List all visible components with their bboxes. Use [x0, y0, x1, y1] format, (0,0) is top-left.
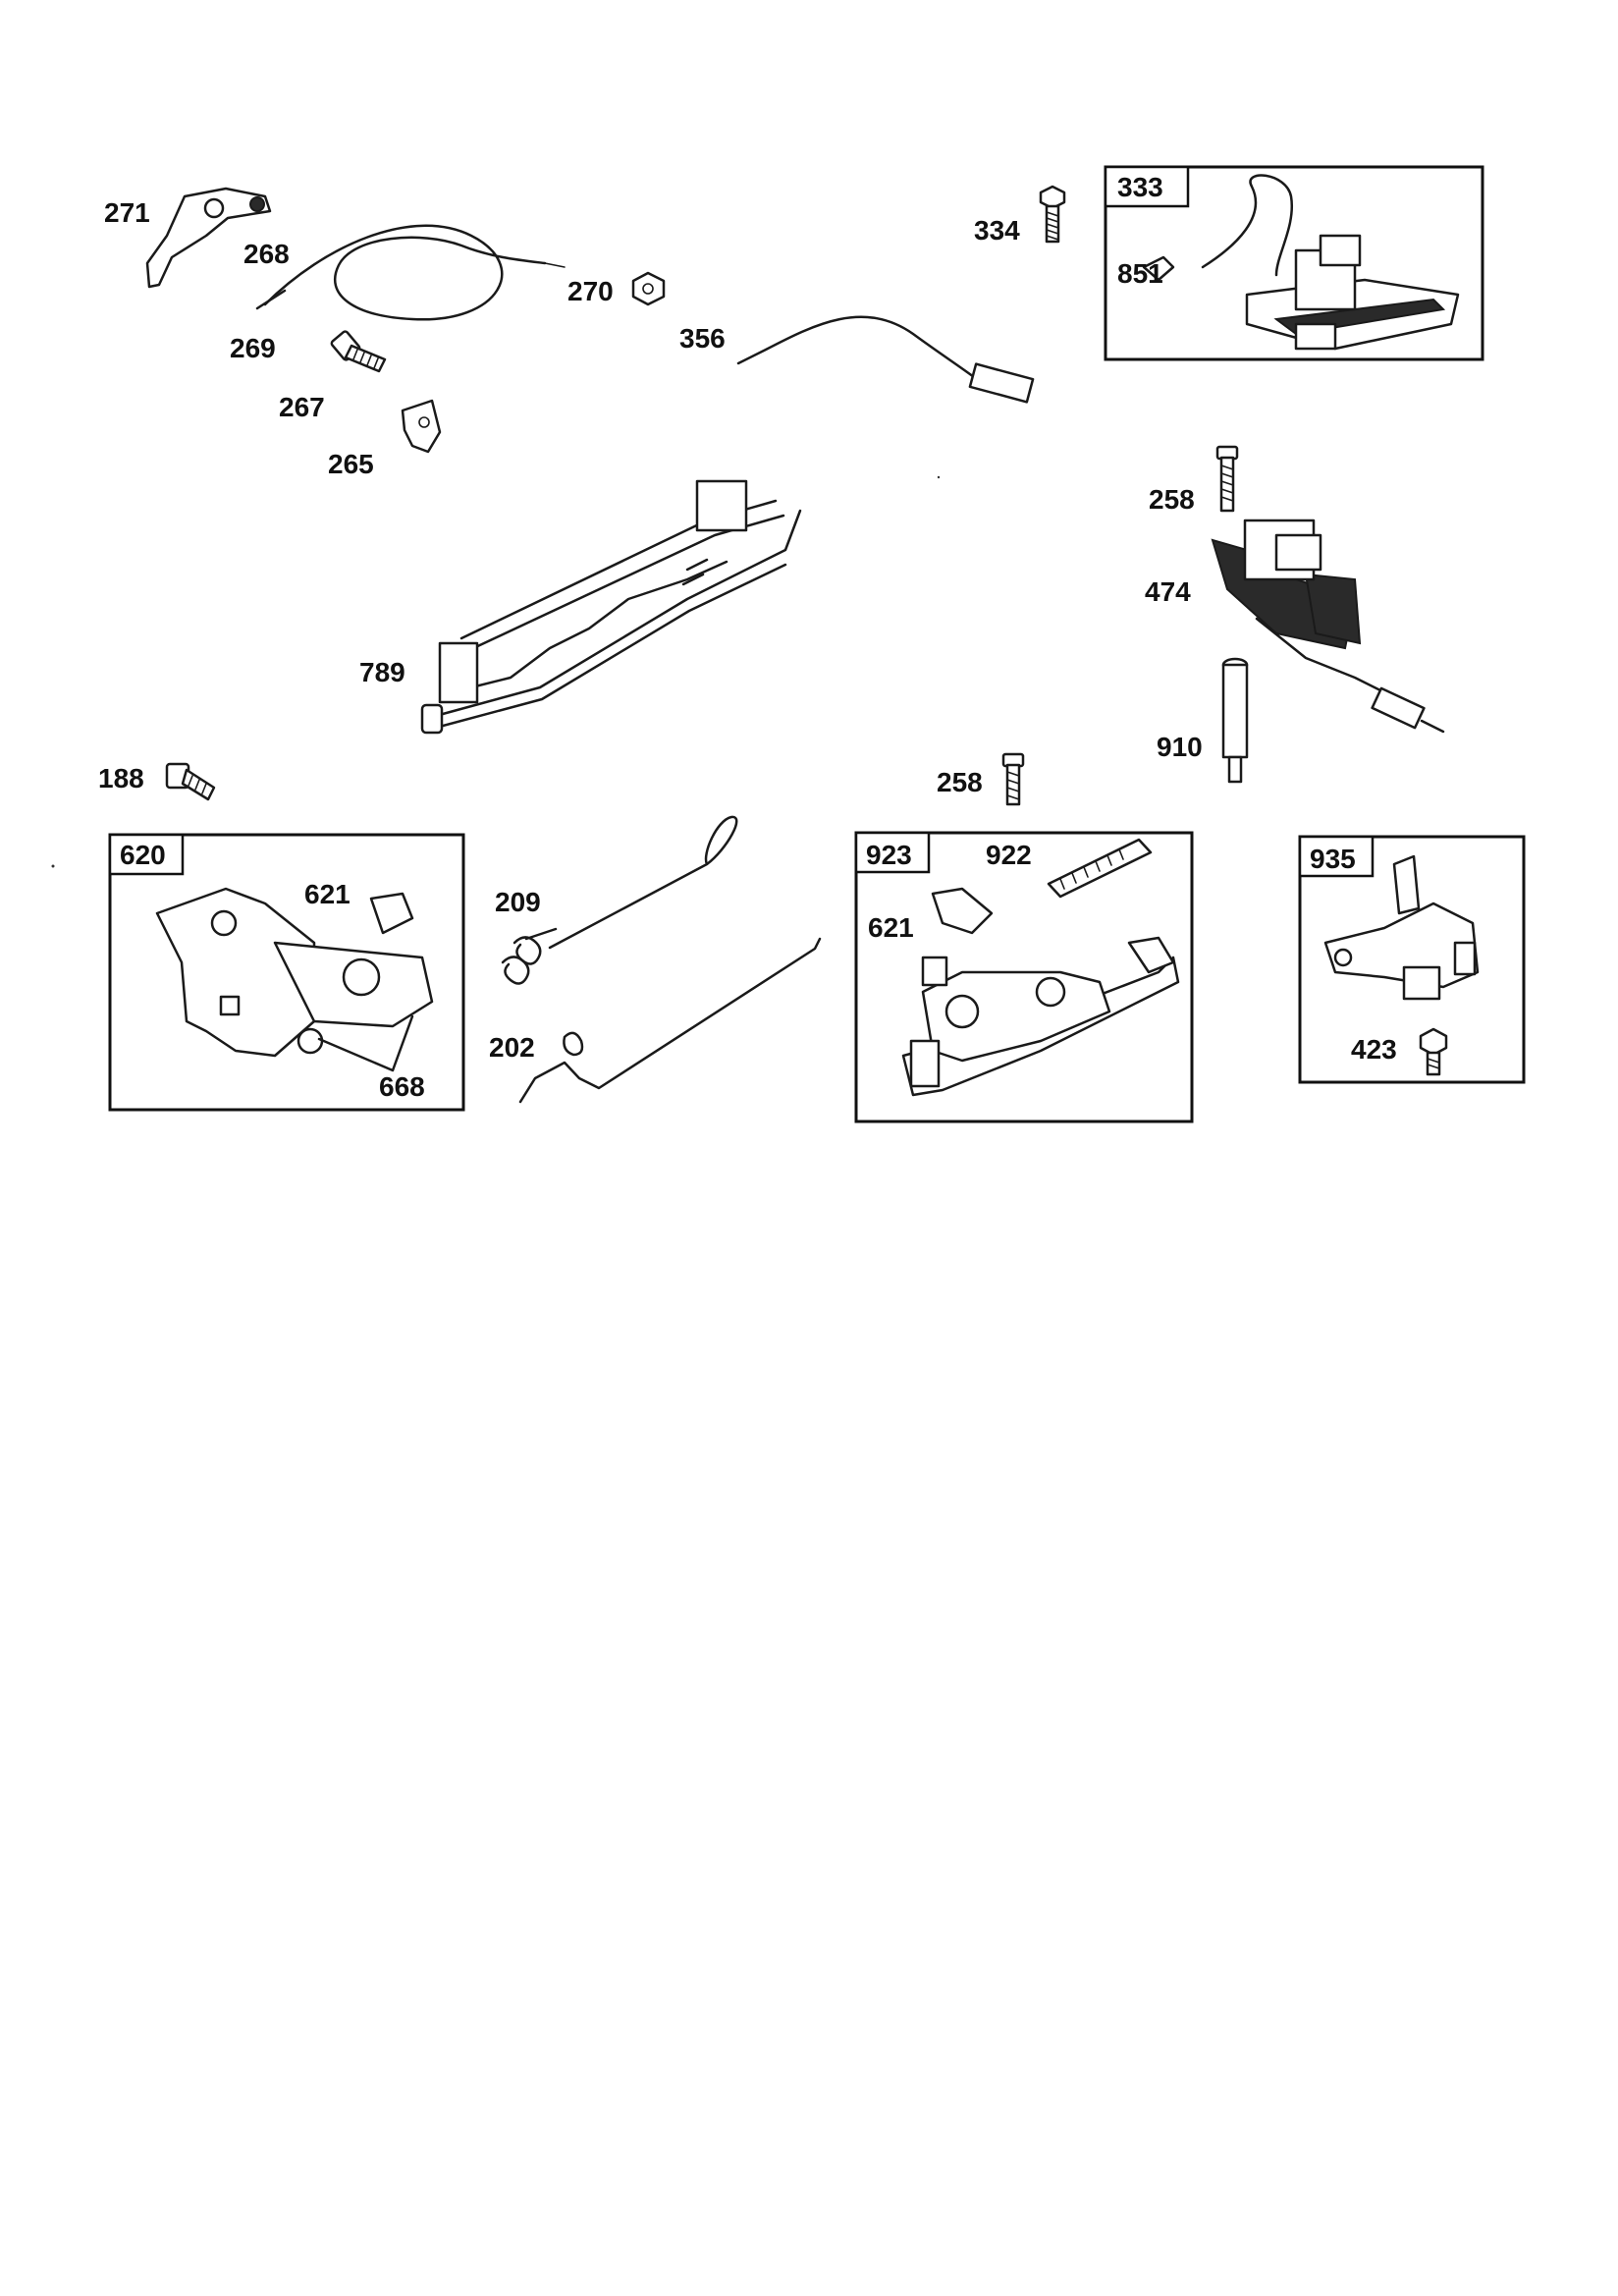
assembly-935-box	[1298, 835, 1526, 1084]
callout-202: 202	[489, 1032, 535, 1063]
callout-621-right: 621	[868, 912, 914, 943]
part-334-screw	[1039, 185, 1066, 244]
callout-258-lower: 258	[937, 767, 983, 797]
callout-209: 209	[495, 887, 541, 917]
part-265-clip	[401, 399, 442, 454]
callout-258-upper: 258	[1149, 484, 1195, 515]
callout-356: 356	[679, 323, 726, 354]
callout-474: 474	[1145, 576, 1191, 607]
part-258-screw-upper	[1215, 445, 1239, 513]
part-258-screw-lower	[1001, 752, 1025, 806]
callout-271: 271	[104, 197, 150, 228]
callout-789: 789	[359, 657, 405, 687]
callout-269: 269	[230, 333, 276, 363]
part-188-bolt	[165, 762, 216, 801]
assembly-tag-923: 923	[866, 840, 912, 870]
callout-621-left: 621	[304, 879, 351, 909]
part-271-lever	[145, 187, 272, 289]
stray-dot	[51, 864, 55, 868]
part-202-rod	[518, 937, 822, 1104]
callout-334: 334	[974, 215, 1020, 246]
part-789-harness	[420, 479, 802, 735]
part-270-nut	[631, 271, 666, 306]
callout-188: 188	[98, 763, 144, 793]
callout-268: 268	[243, 239, 290, 269]
assembly-333-box	[1104, 165, 1484, 361]
part-268-cable	[255, 224, 566, 321]
callout-270: 270	[567, 276, 614, 306]
callout-265: 265	[328, 449, 374, 479]
callout-267: 267	[279, 392, 325, 422]
part-910-spacer	[1221, 657, 1249, 784]
part-209-spring	[501, 815, 738, 985]
part-356-wire	[736, 315, 1035, 404]
callout-851: 851	[1117, 258, 1163, 289]
part-267-bolt	[330, 330, 387, 373]
callout-668: 668	[379, 1071, 425, 1102]
assembly-620-box	[108, 833, 465, 1112]
stray-dot	[937, 475, 941, 479]
assembly-923-box	[854, 831, 1194, 1123]
assembly-tag-333: 333	[1117, 172, 1163, 202]
assembly-tag-620: 620	[120, 840, 166, 870]
callout-922: 922	[986, 840, 1032, 870]
assembly-tag-935: 935	[1310, 844, 1356, 874]
callout-423: 423	[1351, 1034, 1397, 1065]
part-474-armature	[1211, 519, 1445, 734]
callout-910: 910	[1157, 732, 1203, 762]
